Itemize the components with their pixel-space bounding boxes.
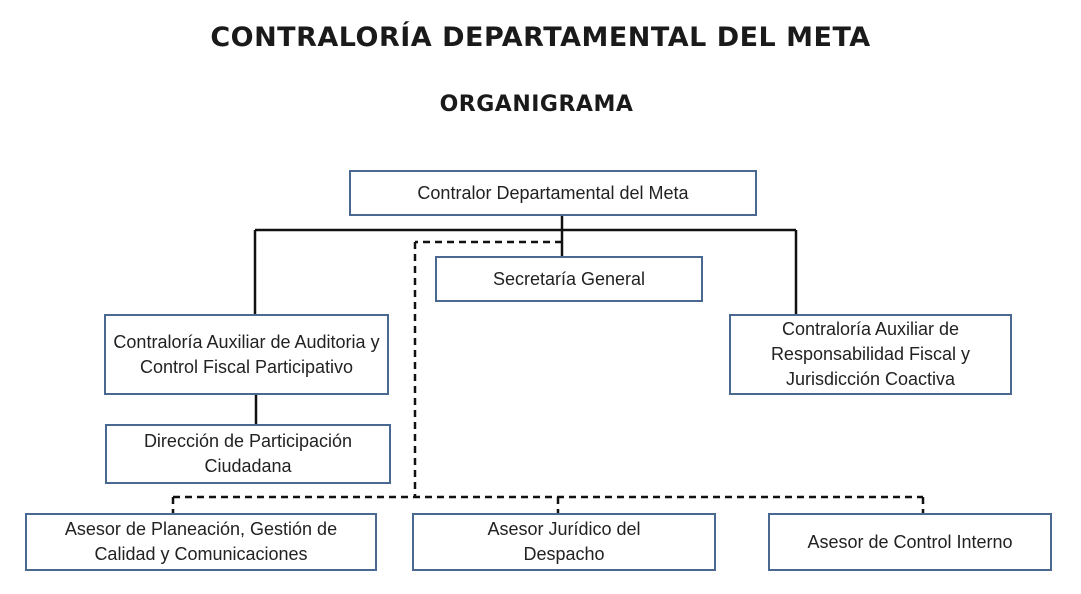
node-juridico-label: Asesor Jurídico del Despacho <box>487 519 641 564</box>
node-participacion: Dirección de Participación Ciudadana <box>105 424 391 484</box>
node-auditoria: Contraloría Auxiliar de Auditoria y Cont… <box>104 314 389 395</box>
node-juridico: Asesor Jurídico del Despacho <box>412 513 716 571</box>
node-contralor-label: Contralor Departamental del Meta <box>417 182 689 203</box>
node-contralor: Contralor Departamental del Meta <box>349 170 757 216</box>
node-planeacion: Asesor de Planeación, Gestión de Calidad… <box>25 513 377 571</box>
diagram-subtitle: ORGANIGRAMA <box>439 92 634 117</box>
node-auditoria-label: Contraloría Auxiliar de Auditoria y Cont… <box>113 331 380 377</box>
node-secretaria-label: Secretaría General <box>492 268 646 289</box>
node-responsabilidad: Contraloría Auxiliar de Responsabilidad … <box>729 314 1012 395</box>
node-control-interno-label: Asesor de Control Interno <box>807 531 1013 552</box>
node-secretaria-general: Secretaría General <box>435 256 703 302</box>
node-responsabilidad-label: Contraloría Auxiliar de Responsabilidad … <box>770 319 971 389</box>
node-control-interno: Asesor de Control Interno <box>768 513 1052 571</box>
node-participacion-label: Dirección de Participación Ciudadana <box>143 431 353 476</box>
diagram-title: CONTRALORÍA DEPARTAMENTAL DEL META <box>210 22 871 53</box>
node-planeacion-label: Asesor de Planeación, Gestión de Calidad… <box>64 519 338 564</box>
